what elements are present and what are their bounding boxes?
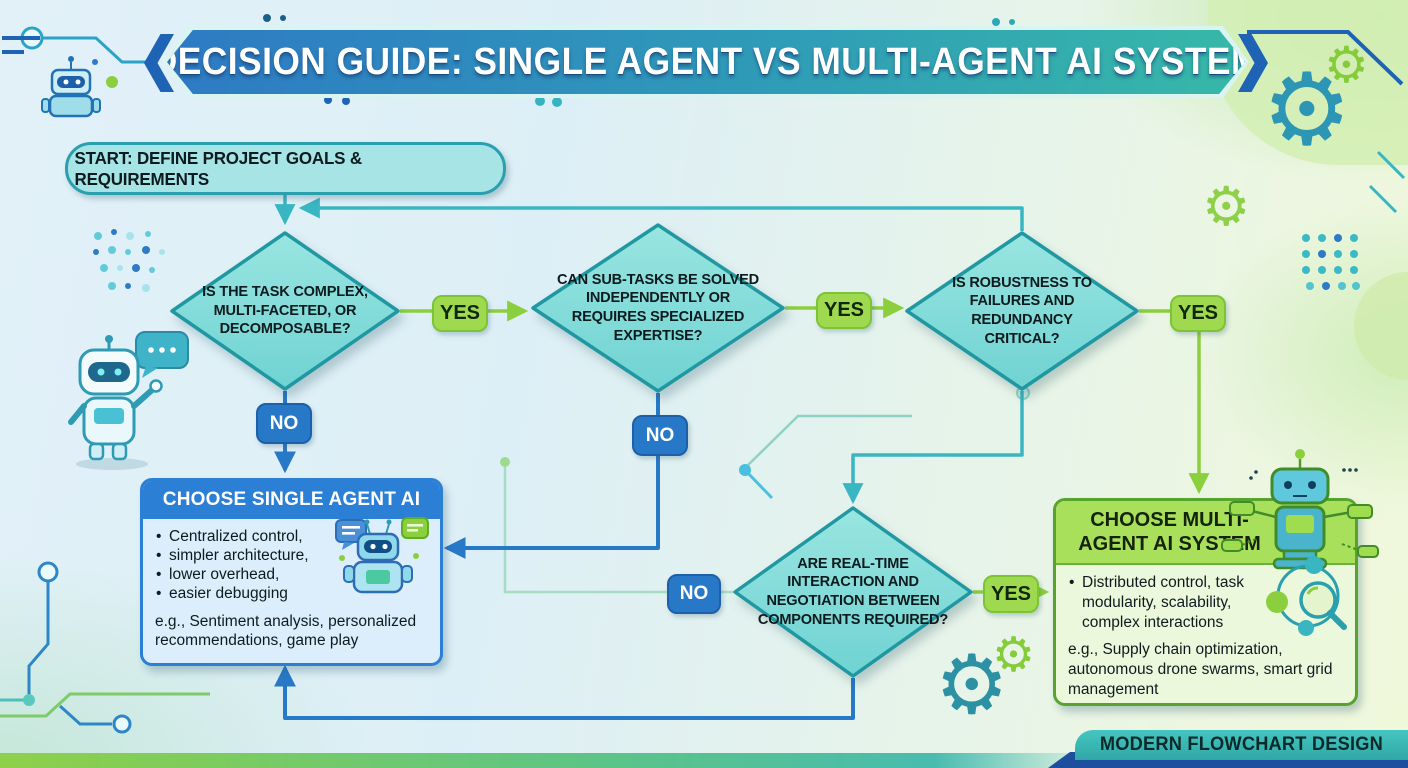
- bullet-item: Centralized control,: [156, 527, 334, 546]
- footer-banner: MODERN FLOWCHART DESIGN: [1075, 730, 1408, 760]
- single-agent-examples: e.g., Sentiment analysis, personalized r…: [155, 613, 417, 649]
- connector-light: [500, 457, 733, 594]
- decision-text-complexity: IS THE TASK COMPLEX, MULTI-FACETED, OR D…: [202, 283, 368, 338]
- decision-diamonds: [170, 223, 1139, 678]
- page-title: DECISION GUIDE: SINGLE AGENT VS MULTI-AG…: [151, 40, 1261, 83]
- bullet-item: easier debugging: [156, 584, 334, 603]
- no-label: NO: [256, 403, 312, 444]
- bullet-item: lower overhead,: [156, 565, 334, 584]
- robot-chat-icon: [335, 517, 429, 594]
- decision-text-realtime: ARE REAL-TIME INTERACTION AND NEGOTIATIO…: [757, 554, 949, 628]
- single-agent-bullets: Centralized control, simpler architectur…: [143, 527, 440, 603]
- multi-agent-bullets: Distributed control, task modularity, sc…: [1056, 573, 1355, 633]
- multi-agent-examples: e.g., Supply chain optimization, autonom…: [1068, 641, 1333, 698]
- gear-icon: ⚙: [1262, 54, 1352, 166]
- network-search-icon: [1266, 556, 1347, 636]
- footer-text: MODERN FLOWCHART DESIGN: [1099, 734, 1384, 755]
- connectors-teal: [274, 190, 1024, 505]
- dot-grid-left: [93, 229, 165, 292]
- footer-stripe-green: [0, 753, 1100, 768]
- title-banner: DECISION GUIDE: SINGLE AGENT VS MULTI-AG…: [163, 26, 1249, 98]
- dot-grid-right: [1302, 234, 1360, 290]
- circuit-trace-mid: [739, 386, 1030, 500]
- gear-icon: ⚙: [935, 640, 1009, 731]
- decision-diamond-realtime: [733, 506, 973, 678]
- no-label: NO: [632, 415, 688, 456]
- gear-icon: ⚙: [1202, 177, 1251, 237]
- single-agent-title: CHOOSE SINGLE AGENT AI: [143, 481, 440, 519]
- start-node: START: DEFINE PROJECT GOALS & REQUIREMEN…: [65, 142, 506, 195]
- circuit-trace-top-right: [2, 30, 1406, 214]
- start-node-label: START: DEFINE PROJECT GOALS & REQUIREMEN…: [74, 147, 363, 189]
- title-banner-fill: DECISION GUIDE: SINGLE AGENT VS MULTI-AG…: [167, 30, 1245, 94]
- decision-text-subtasks: CAN SUB-TASKS BE SOLVED INDEPENDENTLY OR…: [557, 270, 759, 344]
- yes-label: YES: [983, 575, 1039, 613]
- no-label: NO: [667, 574, 721, 614]
- bullet-item: Distributed control, task modularity, sc…: [1069, 573, 1254, 633]
- decision-diamond-complexity: [170, 231, 400, 391]
- circuit-trace-top-left: [20, 26, 152, 64]
- circuit-trace-bottom-left: [0, 561, 210, 734]
- yes-label: YES: [816, 292, 872, 329]
- robot-icon-left: [68, 331, 189, 470]
- outcome-box-single-agent: CHOOSE SINGLE AGENT AI Centralized contr…: [140, 478, 443, 666]
- yes-label: YES: [432, 295, 488, 332]
- decision-diamond-subtasks: [531, 223, 785, 393]
- decision-diamond-robustness: [905, 231, 1139, 391]
- decision-text-robustness: IS ROBUSTNESS TO FAILURES AND REDUNDANCY…: [952, 273, 1092, 347]
- yes-label: YES: [1170, 295, 1226, 332]
- gear-icon: ⚙: [1324, 37, 1369, 93]
- robot-icon-top-left: [41, 56, 101, 118]
- bullet-item: simpler architecture,: [156, 546, 334, 565]
- gear-icon: ⚙: [992, 629, 1036, 682]
- robot-icon-multi: [1221, 449, 1379, 570]
- accent-dots: [92, 14, 1015, 107]
